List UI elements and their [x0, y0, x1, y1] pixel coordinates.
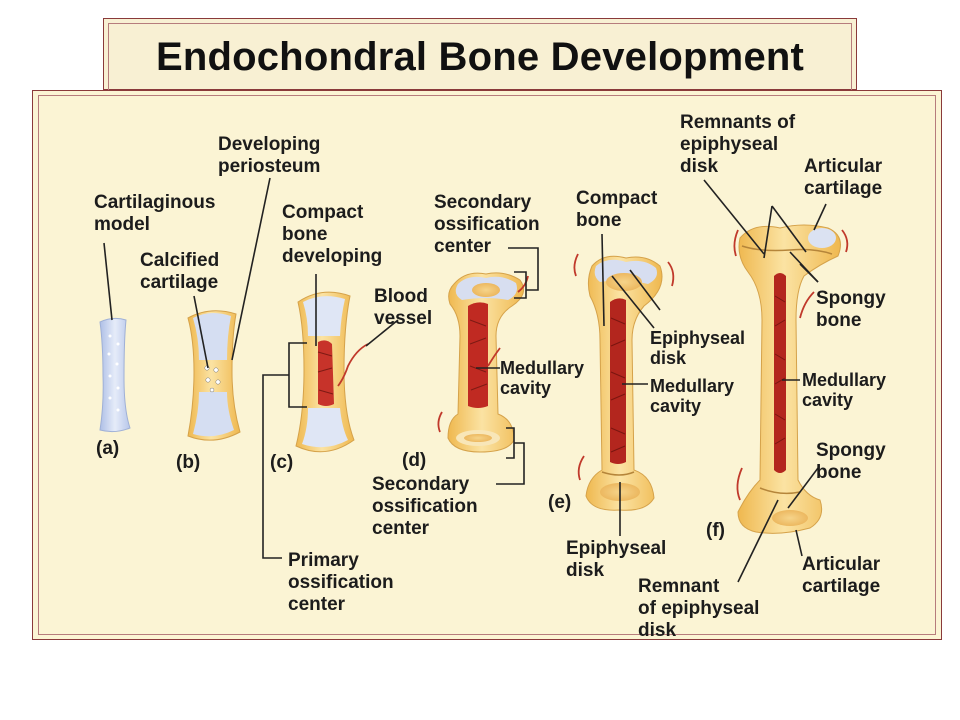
bone-stage-c	[295, 291, 369, 453]
bone-stage-f	[733, 224, 849, 534]
label-epiphyseal-disk-bottom: Epiphyseal disk	[566, 538, 672, 581]
stage-label-b: (b)	[176, 452, 200, 473]
label-cartilaginous-model: Cartilaginous model	[94, 192, 221, 235]
label-medullary-cavity-d: Medullary cavity	[500, 358, 589, 398]
label-blood-vessel: Blood vessel	[374, 286, 433, 329]
label-primary-ossification-center: Primary ossification center	[288, 550, 399, 615]
label-secondary-ossification-center-bottom: Secondary ossification center	[372, 474, 483, 539]
label-spongy-bone-bottom: Spongy bone	[816, 440, 891, 483]
label-medullary-cavity-e: Medullary cavity	[650, 376, 739, 416]
stage-label-a: (a)	[96, 438, 119, 459]
stage-label-d: (d)	[402, 450, 426, 471]
label-developing-periosteum: Developing periosteum	[218, 134, 326, 177]
label-compact-bone-e: Compact bone	[576, 188, 663, 231]
label-articular-cartilage-bottom: Articular cartilage	[802, 554, 885, 597]
label-secondary-ossification-center-top: Secondary ossification center	[434, 192, 545, 257]
label-spongy-bone-top: Spongy bone	[816, 288, 891, 331]
label-remnants-of-epiphyseal-disk: Remnants of epiphyseal disk	[680, 112, 800, 177]
bone-stage-a	[99, 317, 131, 433]
stage-label-e: (e)	[548, 492, 571, 513]
label-compact-bone-developing: Compact bone developing	[282, 202, 382, 267]
bone-stage-b	[187, 310, 241, 441]
stage-letters: (a) (b) (c) (d) (e) (f)	[96, 438, 725, 541]
label-epiphyseal-disk-e: Epiphyseal disk	[650, 328, 750, 368]
label-calcified-cartilage: Calcified cartilage	[140, 250, 224, 293]
stage-label-c: (c)	[270, 452, 293, 473]
label-articular-cartilage-top: Articular cartilage	[804, 156, 887, 199]
leader-lines	[103, 177, 827, 583]
callout-labels: Cartilaginous model Developing periosteu…	[94, 112, 891, 641]
label-medullary-cavity-f: Medullary cavity	[802, 370, 891, 410]
stage-label-f: (f)	[706, 520, 725, 541]
label-remnant-of-epiphyseal-disk: Remnant of epiphyseal disk	[638, 576, 765, 641]
bone-stage-d	[437, 272, 529, 453]
